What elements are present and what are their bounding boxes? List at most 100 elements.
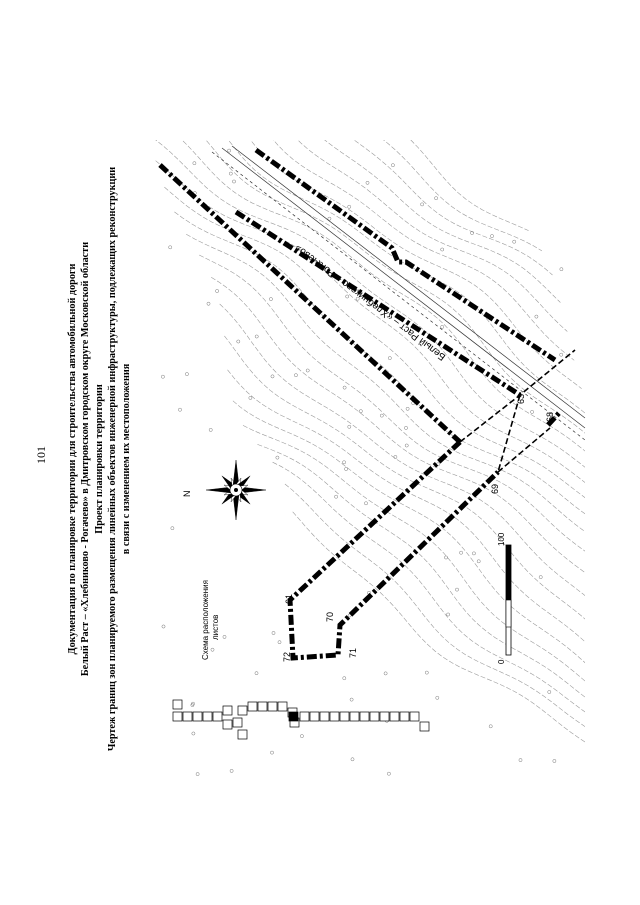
survey-mark <box>364 501 368 506</box>
contour-line <box>257 444 585 790</box>
survey-mark <box>342 676 347 681</box>
contour-line <box>150 140 585 445</box>
survey-mark <box>210 647 215 652</box>
sheet-cell <box>172 711 183 722</box>
sheet-cell <box>349 711 360 722</box>
survey-mark <box>327 216 332 221</box>
sheet-scheme-label: листов <box>211 615 220 640</box>
contour-line <box>150 140 543 252</box>
survey-mark <box>488 724 493 729</box>
survey-mark <box>518 758 523 762</box>
sheet-cell <box>409 711 420 722</box>
survey-mark <box>547 690 552 694</box>
sheet-cell <box>192 711 203 722</box>
sheet-cell <box>319 711 330 722</box>
survey-mark <box>347 613 352 618</box>
sheet-cell <box>237 705 248 716</box>
contour-line <box>272 461 585 790</box>
survey-mark <box>270 374 275 379</box>
boundary-line-east <box>254 147 557 363</box>
sheet-cell <box>202 711 213 722</box>
sheet-cell <box>222 705 233 716</box>
sheet-cell <box>359 711 370 722</box>
survey-mark <box>405 406 410 411</box>
survey-mark <box>552 759 557 763</box>
survey-mark <box>161 624 166 629</box>
contour-line <box>150 140 585 492</box>
survey-mark <box>490 234 494 238</box>
survey-mark <box>345 294 350 299</box>
contour-line <box>150 140 575 361</box>
survey-mark <box>227 148 231 153</box>
survey-mark <box>391 163 395 168</box>
survey-mark <box>455 587 459 592</box>
sheet-cell <box>329 711 340 722</box>
point-labels: 61 63 68 69 70 71 72 <box>282 394 555 662</box>
survey-mark <box>178 407 182 412</box>
survey-mark <box>470 231 474 235</box>
survey-mark <box>347 204 352 209</box>
point-label: 71 <box>348 648 358 658</box>
survey-mark <box>393 455 398 459</box>
sheet-cell <box>277 701 288 712</box>
point-label: 69 <box>490 484 500 494</box>
survey-mark <box>387 356 392 360</box>
survey-mark <box>192 161 197 166</box>
survey-mark <box>349 697 354 702</box>
survey-mark <box>248 396 253 400</box>
survey-mark <box>271 631 276 635</box>
scale-min-label: 0 <box>497 659 506 664</box>
compass-rose-icon <box>205 459 267 521</box>
planned-axes <box>459 349 576 473</box>
survey-mark <box>424 670 429 675</box>
survey-mark <box>294 373 298 378</box>
point-label: 63 <box>516 394 526 404</box>
point-label: 68 <box>545 412 555 422</box>
survey-mark <box>277 640 282 645</box>
contour-line <box>150 140 582 389</box>
survey-mark <box>195 772 200 776</box>
survey-mark <box>344 467 348 471</box>
contour-line <box>199 254 585 626</box>
sheet-cell <box>232 717 243 728</box>
contour-line <box>224 335 585 701</box>
contour-line <box>292 511 585 790</box>
zone-boundaries <box>158 147 562 661</box>
sheet-scheme-label: Схема расположения <box>201 580 210 660</box>
boundary-line-68 <box>546 410 562 427</box>
survey-mark <box>365 180 370 185</box>
scale-max-label: 100 <box>497 532 506 546</box>
contour-line <box>211 276 585 658</box>
sheet-cell <box>267 701 278 712</box>
survey-mark <box>342 385 347 390</box>
survey-mark <box>161 374 165 379</box>
survey-mark <box>222 635 227 639</box>
survey-mark <box>170 526 175 531</box>
contour-line <box>219 303 585 682</box>
survey-mark <box>420 202 424 207</box>
sheet-cell <box>212 711 223 722</box>
survey-mark <box>435 695 440 700</box>
survey-mark <box>215 289 219 293</box>
current-sheet-cell <box>288 711 299 722</box>
survey-mark <box>404 443 409 448</box>
survey-mark <box>446 612 450 617</box>
sheet-cell <box>339 711 350 722</box>
survey-mark <box>228 171 233 176</box>
contour-line <box>186 233 585 592</box>
terrain-contours <box>150 140 585 790</box>
survey-mark <box>254 334 259 339</box>
survey-mark <box>472 551 476 556</box>
survey-mark <box>300 734 304 738</box>
contour-line <box>232 400 585 741</box>
contour-line <box>150 140 561 303</box>
survey-mark <box>358 409 363 414</box>
sheet-cell <box>237 729 248 740</box>
boundary-line-west <box>158 163 462 444</box>
contour-line <box>284 483 585 790</box>
contour-line <box>150 140 568 332</box>
contour-line <box>150 140 585 417</box>
survey-mark <box>404 426 408 430</box>
survey-mark <box>168 245 173 250</box>
